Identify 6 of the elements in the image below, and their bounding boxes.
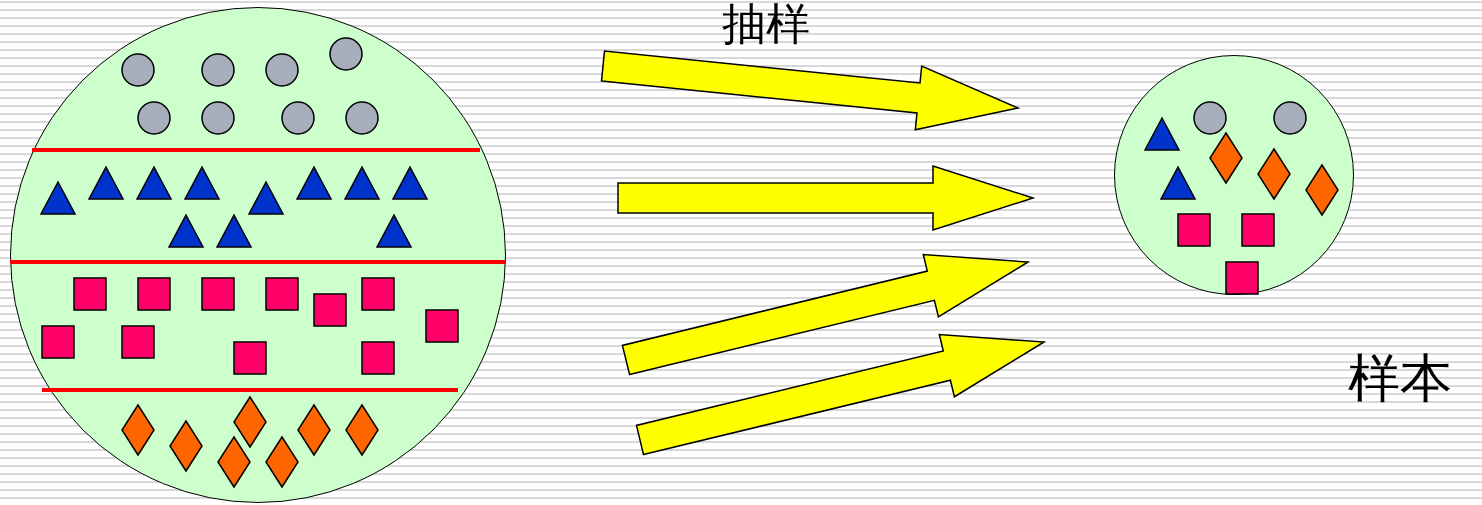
block-arrow [617, 164, 1036, 232]
block-arrow [635, 333, 1047, 456]
block-arrow [600, 50, 1021, 131]
block-arrow [621, 253, 1031, 376]
caption-text: 样本 [1348, 352, 1452, 404]
heading-text: 抽样 [722, 2, 810, 46]
